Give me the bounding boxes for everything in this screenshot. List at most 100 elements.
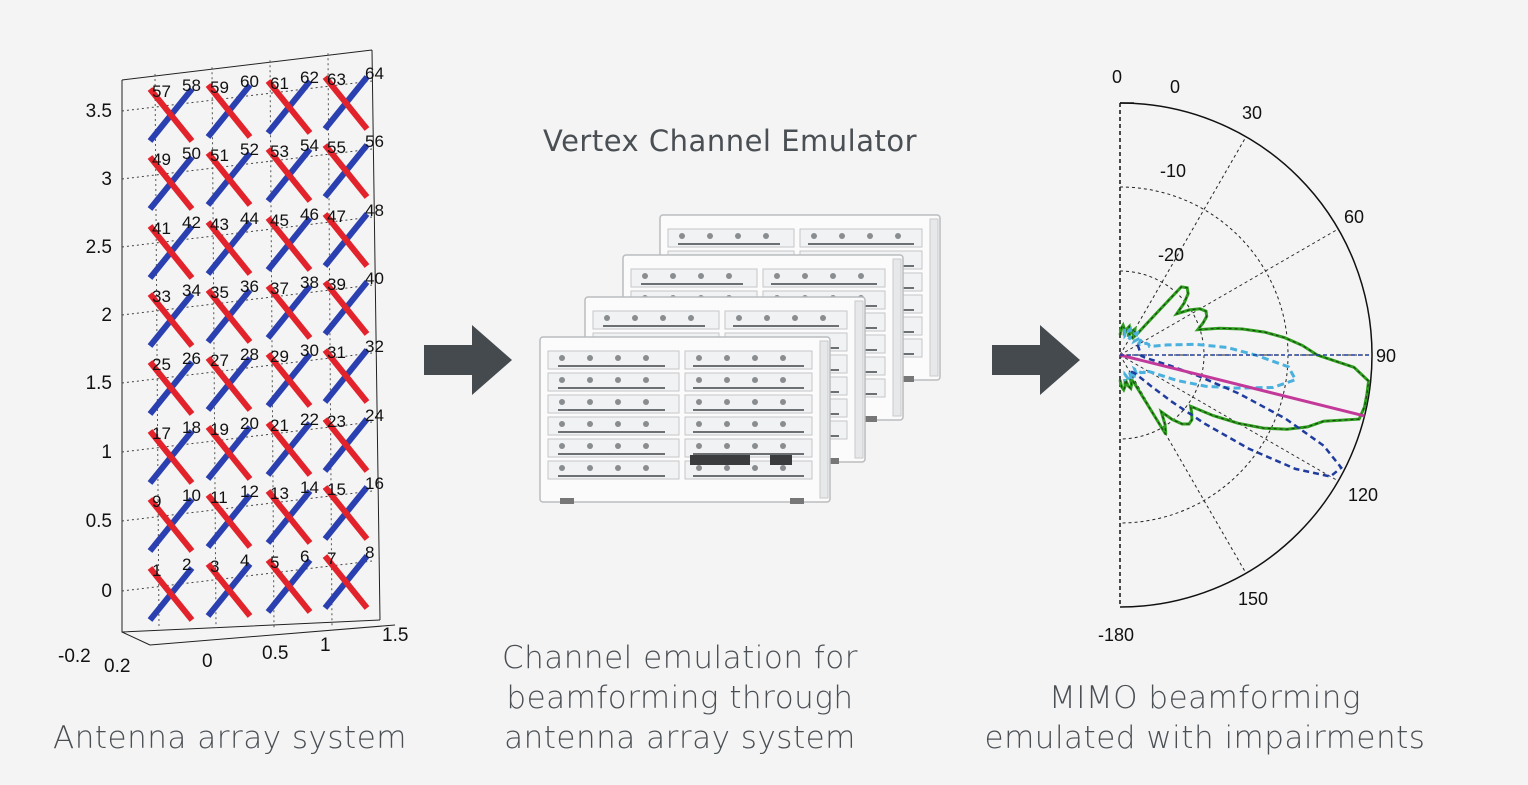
antenna-element-red	[205, 562, 253, 618]
y-tick-label: -0.2	[58, 646, 91, 667]
connector	[643, 443, 649, 449]
connector	[858, 273, 864, 279]
antenna-number-label: 41	[152, 219, 171, 238]
beam-direction-line	[1119, 353, 1365, 418]
antenna-number-label: 61	[270, 74, 289, 93]
right-arrow-icon	[424, 325, 512, 395]
connector	[559, 399, 565, 405]
antenna-number-label: 52	[240, 140, 259, 159]
antenna-number-label: 46	[300, 205, 319, 224]
antenna-number-label: 9	[152, 492, 161, 511]
antenna-number-label: 48	[365, 201, 384, 220]
connector	[559, 443, 565, 449]
connector	[643, 465, 649, 471]
antenna-element-red	[265, 558, 313, 614]
antenna-element-red	[265, 421, 313, 477]
y-tick-label: 1	[101, 442, 112, 463]
antenna-number-label: 60	[240, 72, 259, 91]
polar-caption: MIMO beamforming emulated with impairmen…	[975, 678, 1435, 758]
polar-angle-label: 0	[1170, 77, 1180, 97]
antenna-number-label: 7	[327, 549, 336, 568]
antenna-number-label: 17	[152, 424, 171, 443]
connector	[670, 273, 676, 279]
y-tick-label: 2	[101, 305, 112, 326]
connector	[724, 465, 730, 471]
emulator-module	[667, 228, 795, 248]
antenna-number-label: 2	[182, 555, 191, 574]
antenna-number-label: 4	[240, 551, 249, 570]
emulator-caption-line-1: Channel emulation for	[501, 640, 858, 676]
antenna-element-red	[147, 360, 195, 416]
emulator-module	[630, 268, 758, 288]
emulator-module	[762, 268, 886, 288]
y-tick-label: 2.5	[86, 237, 112, 258]
emulator-foot	[863, 416, 877, 422]
antenna-element-red	[265, 147, 313, 203]
antenna-number-label: 45	[270, 211, 289, 230]
emulator-title: Vertex Channel Emulator	[542, 124, 918, 158]
antenna-number-label: 58	[182, 76, 201, 95]
emulator-foot	[790, 498, 804, 504]
antenna-element-red	[205, 425, 253, 481]
emulator-port-panel	[770, 455, 792, 465]
polar-angle-label: 120	[1348, 485, 1378, 505]
antenna-number-label: 13	[270, 484, 289, 503]
connector	[724, 421, 730, 427]
emulator-module	[592, 310, 720, 330]
antenna-element-red	[205, 493, 253, 549]
antenna-number-label: 47	[327, 207, 346, 226]
connector	[615, 421, 621, 427]
antenna-number-label: 22	[300, 410, 319, 429]
antenna-number-label: 34	[182, 281, 201, 300]
emulator-side	[929, 218, 939, 377]
antenna-number-label: 31	[327, 343, 346, 362]
antenna-element-red	[265, 352, 313, 408]
antenna-number-label: 32	[365, 337, 384, 356]
antenna-element-red	[147, 155, 195, 211]
connector	[726, 273, 732, 279]
antenna-number-label: 20	[240, 414, 259, 433]
connector	[679, 233, 685, 239]
connector	[615, 465, 621, 471]
polar-angle-label: 150	[1238, 589, 1268, 609]
antenna-number-label: 51	[210, 146, 229, 165]
antenna-number-label: 50	[182, 144, 201, 163]
connector	[820, 315, 826, 321]
antenna-number-label: 6	[300, 547, 309, 566]
connector	[752, 421, 758, 427]
antenna-number-label: 37	[270, 279, 289, 298]
polar-angle-label: 90	[1376, 346, 1396, 366]
connector	[696, 421, 702, 427]
connector	[559, 355, 565, 361]
antenna-element-red	[265, 284, 313, 340]
connector	[615, 443, 621, 449]
connector	[752, 443, 758, 449]
polar-ring	[1119, 270, 1205, 440]
connector	[642, 273, 648, 279]
polar-caption-line-2: emulated with impairments	[984, 720, 1426, 756]
connector	[867, 233, 873, 239]
antenna-number-label: 53	[270, 142, 289, 161]
emulator-module	[799, 228, 923, 248]
connector	[696, 377, 702, 383]
connector	[696, 355, 702, 361]
antenna-element-red	[265, 216, 313, 272]
antenna-number-label: 10	[182, 486, 201, 505]
connector	[774, 273, 780, 279]
antenna-element-red	[205, 288, 253, 344]
connector	[660, 315, 666, 321]
axis-frame-base2	[149, 624, 396, 646]
antenna-number-label: 24	[365, 406, 384, 425]
connector	[752, 465, 758, 471]
beam-pattern-green-overlay	[1119, 286, 1370, 435]
connector	[688, 315, 694, 321]
antenna-number-label: 5	[270, 553, 279, 572]
connector	[643, 355, 649, 361]
connector	[752, 355, 758, 361]
emulator-port-panel	[690, 455, 750, 465]
connector	[643, 377, 649, 383]
antenna-number-label: 36	[240, 277, 259, 296]
antenna-number-label: 26	[182, 349, 201, 368]
connector	[696, 443, 702, 449]
